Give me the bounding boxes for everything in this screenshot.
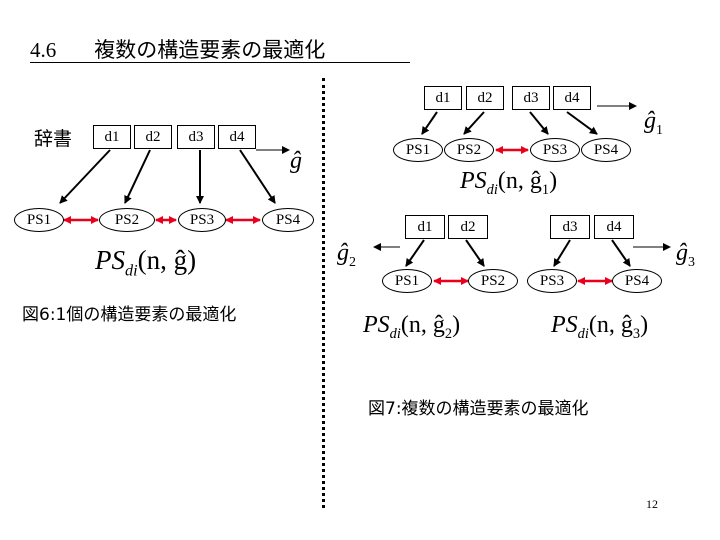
br-dict-box-d3: d3: [550, 215, 590, 239]
r-dict-box-d4: d4: [553, 86, 591, 110]
g-hat-label: ĝ: [290, 148, 302, 174]
section-heading: 4.6 複数の構造要素の最適化: [30, 34, 325, 64]
b-ps-node-4: PS4: [612, 269, 662, 293]
ps-node-2: PS2: [99, 208, 155, 232]
ps-node-1: PS1: [14, 208, 64, 232]
tr-formula-args-sub: 1: [541, 181, 550, 198]
g3-hat-glyph: ĝ: [676, 240, 688, 266]
r-dict-box-d2: d2: [466, 86, 504, 110]
bl-dict-box-d2: d2: [448, 215, 488, 239]
tr-formula-sub: di: [486, 181, 498, 198]
arrow-bl-d2-ps2: [465, 239, 485, 267]
left-formula-main: PS: [95, 245, 125, 275]
dict-box-d4: d4: [218, 125, 256, 149]
left-formula: PSdi(n, ĝ): [95, 245, 196, 280]
page-number: 12: [646, 497, 658, 511]
arrow-br-d3-ps3: [553, 239, 571, 267]
arrow-r-d3-ps3: [529, 111, 549, 135]
r-ps-node-4: PS4: [581, 138, 631, 162]
r-ps-node-1: PS1: [393, 138, 443, 162]
g3-hat-label: ĝ3: [676, 240, 695, 271]
arrow-d1-ps1: [59, 149, 111, 204]
g2-hat-label: ĝ2: [337, 240, 356, 271]
section-number: 4.6: [30, 38, 57, 62]
g3-sub: 3: [688, 254, 695, 270]
g2-sub: 2: [349, 254, 356, 270]
figure7-caption: 図7:複数の構造要素の最適化: [368, 399, 589, 419]
f3-close: ): [640, 312, 649, 338]
f3-args-sub: 3: [632, 325, 641, 342]
br-dict-box-d4: d4: [594, 215, 634, 239]
arrow-r-d2-ps2: [463, 111, 485, 135]
tr-formula-close: ): [549, 168, 558, 194]
dict-box-d3: d3: [177, 125, 215, 149]
g1-hat-label: ĝ1: [644, 108, 663, 139]
arrow-bl-d1-ps1: [405, 239, 425, 267]
f3-main: PS: [551, 312, 578, 338]
g2-hat-glyph: ĝ: [337, 240, 349, 266]
r-dict-box-d3: d3: [512, 86, 550, 110]
arrow-d4-ps4: [239, 149, 276, 204]
top-right-formula: PSdi(n, ĝ1): [460, 168, 557, 199]
formula-g3: PSdi(n, ĝ3): [551, 312, 648, 343]
f3-sub: di: [577, 325, 589, 342]
figure6-caption: 図6:1個の構造要素の最適化: [22, 305, 237, 325]
f2-main: PS: [363, 312, 390, 338]
f2-close: ): [452, 312, 461, 338]
arrow-d2-ps2: [124, 149, 151, 204]
f3-args: (n, ĝ: [588, 312, 633, 338]
title-underline: [30, 62, 410, 63]
b-ps-node-3: PS3: [527, 269, 577, 293]
left-formula-args: (n, ĝ): [137, 245, 197, 275]
b-ps-node-2: PS2: [468, 269, 518, 293]
dict-box-d1: d1: [93, 125, 131, 149]
left-formula-sub: di: [125, 261, 138, 280]
tr-formula-main: PS: [460, 168, 487, 194]
g1-sub: 1: [656, 122, 663, 138]
arrow-r-d1-ps1: [421, 111, 438, 135]
ps-node-4: PS4: [262, 208, 314, 232]
r-ps-node-3: PS3: [530, 138, 580, 162]
dict-box-d2: d2: [134, 125, 172, 149]
arrow-br-d4-ps4: [611, 239, 631, 267]
arrow-r-d4-ps4: [566, 111, 598, 135]
g1-hat-glyph: ĝ: [644, 108, 656, 134]
bl-dict-box-d1: d1: [405, 215, 445, 239]
dotted-divider: [322, 78, 325, 508]
b-ps-node-1: PS1: [382, 269, 432, 293]
formula-g2: PSdi(n, ĝ2): [363, 312, 460, 343]
ps-node-3: PS3: [178, 208, 226, 232]
section-title: 複数の構造要素の最適化: [94, 38, 326, 62]
f2-args: (n, ĝ: [400, 312, 445, 338]
r-ps-node-2: PS2: [444, 138, 494, 162]
f2-sub: di: [389, 325, 401, 342]
dictionary-label: 辞書: [34, 128, 73, 150]
f2-args-sub: 2: [444, 325, 453, 342]
r-dict-box-d1: d1: [424, 86, 462, 110]
tr-formula-args: (n, ĝ: [497, 168, 542, 194]
